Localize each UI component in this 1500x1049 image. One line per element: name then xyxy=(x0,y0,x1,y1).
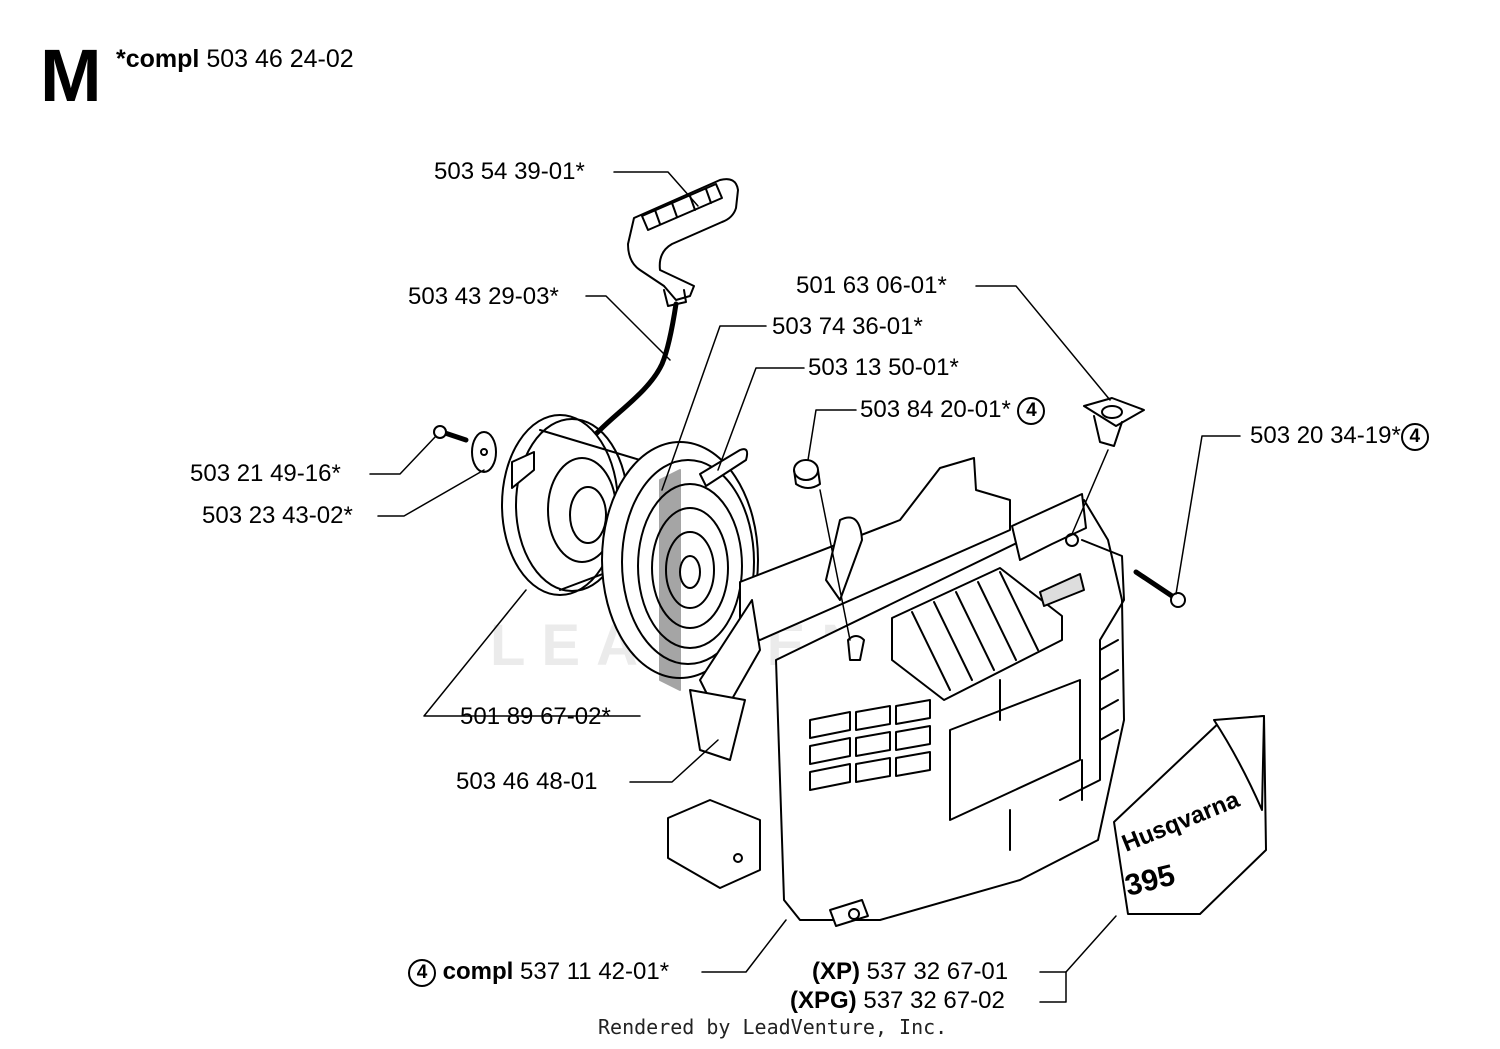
part-label-pawl[interactable]: 503 13 50-01* xyxy=(808,354,959,381)
part-label-decal-xp[interactable]: (XP) 537 32 67-01 xyxy=(812,958,1008,986)
bushing xyxy=(793,459,821,489)
recoil-spring xyxy=(601,441,759,691)
bushing-part-number: 503 84 20-01* xyxy=(860,396,1011,423)
part-label-fan-cover[interactable]: 503 46 48-01 xyxy=(456,768,598,795)
part-label-screw-right[interactable]: 503 20 34-19*4 xyxy=(1250,422,1429,451)
decal-xp-variant: (XP) xyxy=(812,958,860,985)
washer xyxy=(471,431,497,473)
part-label-handle[interactable]: 503 54 39-01* xyxy=(434,158,585,185)
part-label-cover-compl[interactable]: 4 compl 537 11 42-01* xyxy=(408,958,669,987)
part-label-spring[interactable]: 503 74 36-01* xyxy=(772,313,923,340)
part-label-washer[interactable]: 503 23 43-02* xyxy=(202,502,353,529)
starter-housing xyxy=(667,457,1011,889)
pawl xyxy=(699,448,749,487)
screw-right xyxy=(1133,569,1186,608)
leader-lines xyxy=(369,171,1241,1003)
part-label-pulley[interactable]: 501 89 67-02* xyxy=(460,703,611,730)
part-label-decal-xpg[interactable]: (XPG) 537 32 67-02 xyxy=(790,987,1005,1015)
rope-guide xyxy=(1083,397,1145,447)
screw-left xyxy=(433,425,469,443)
front-cover xyxy=(775,493,1125,927)
cover-part-number: 537 11 42-01* xyxy=(520,958,670,985)
starter-handle xyxy=(627,178,739,307)
part-label-guide[interactable]: 501 63 06-01* xyxy=(796,272,947,299)
kit-reference-badge: 4 xyxy=(1400,423,1429,451)
section-letter: M xyxy=(40,34,102,117)
part-label-bushing[interactable]: 503 84 20-01* 4 xyxy=(860,396,1046,425)
cover-compl-label: compl xyxy=(442,958,514,985)
kit-reference-badge: 4 xyxy=(408,959,436,987)
part-label-screw-left[interactable]: 503 21 49-16* xyxy=(190,460,341,487)
assembly-header: *compl 503 46 24-02 xyxy=(116,44,354,74)
rope-pulley xyxy=(501,414,641,596)
kit-reference-badge: 4 xyxy=(1017,397,1046,425)
decal xyxy=(1113,715,1267,915)
footer-credit: Rendered by LeadVenture, Inc. xyxy=(598,1015,948,1039)
decal-xp-part-number: 537 32 67-01 xyxy=(866,958,1009,985)
screw-right-part-number: 503 20 34-19* xyxy=(1250,422,1401,449)
decal-xpg-part-number: 537 32 67-02 xyxy=(863,987,1005,1014)
part-label-rope[interactable]: 503 43 29-03* xyxy=(408,283,559,310)
compl-part-number: 503 46 24-02 xyxy=(206,45,354,73)
compl-label: *compl xyxy=(116,45,200,73)
decal-xpg-variant: (XPG) xyxy=(790,987,857,1014)
